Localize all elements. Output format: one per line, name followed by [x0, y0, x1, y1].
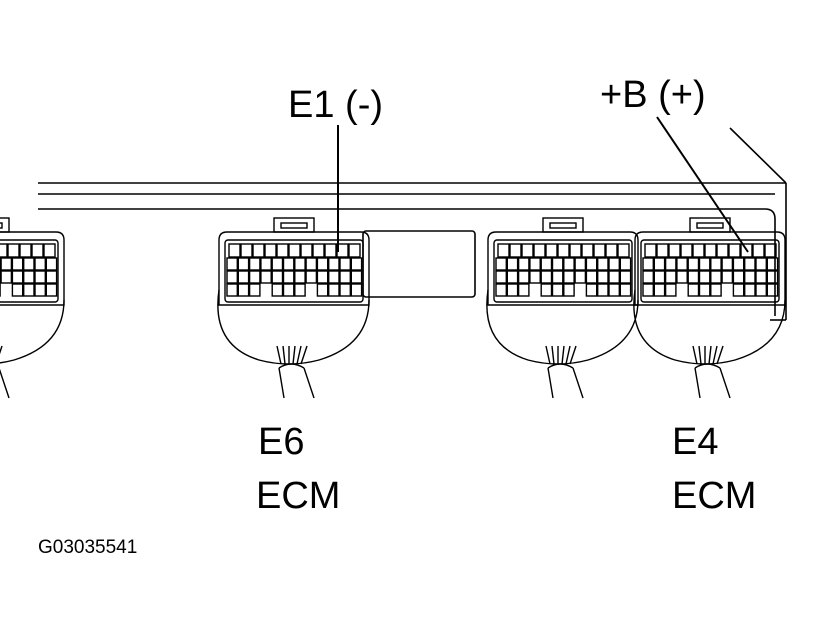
e4-unit-label: ECM — [672, 477, 756, 515]
e6-connector-label: E6 — [258, 423, 304, 461]
e6-unit-label: ECM — [256, 477, 340, 515]
connector-e3 — [487, 218, 638, 398]
connector-left-partial — [0, 218, 64, 398]
figure-id: G03035541 — [38, 538, 137, 557]
e4-connector-label: E4 — [672, 423, 718, 461]
ecm-housing — [38, 128, 786, 320]
connector-e4 — [634, 218, 785, 398]
blank-window — [363, 231, 475, 297]
connector-e6 — [218, 218, 369, 398]
b-positive-label: +B (+) — [600, 76, 706, 114]
e1-negative-label: E1 (-) — [288, 86, 383, 124]
